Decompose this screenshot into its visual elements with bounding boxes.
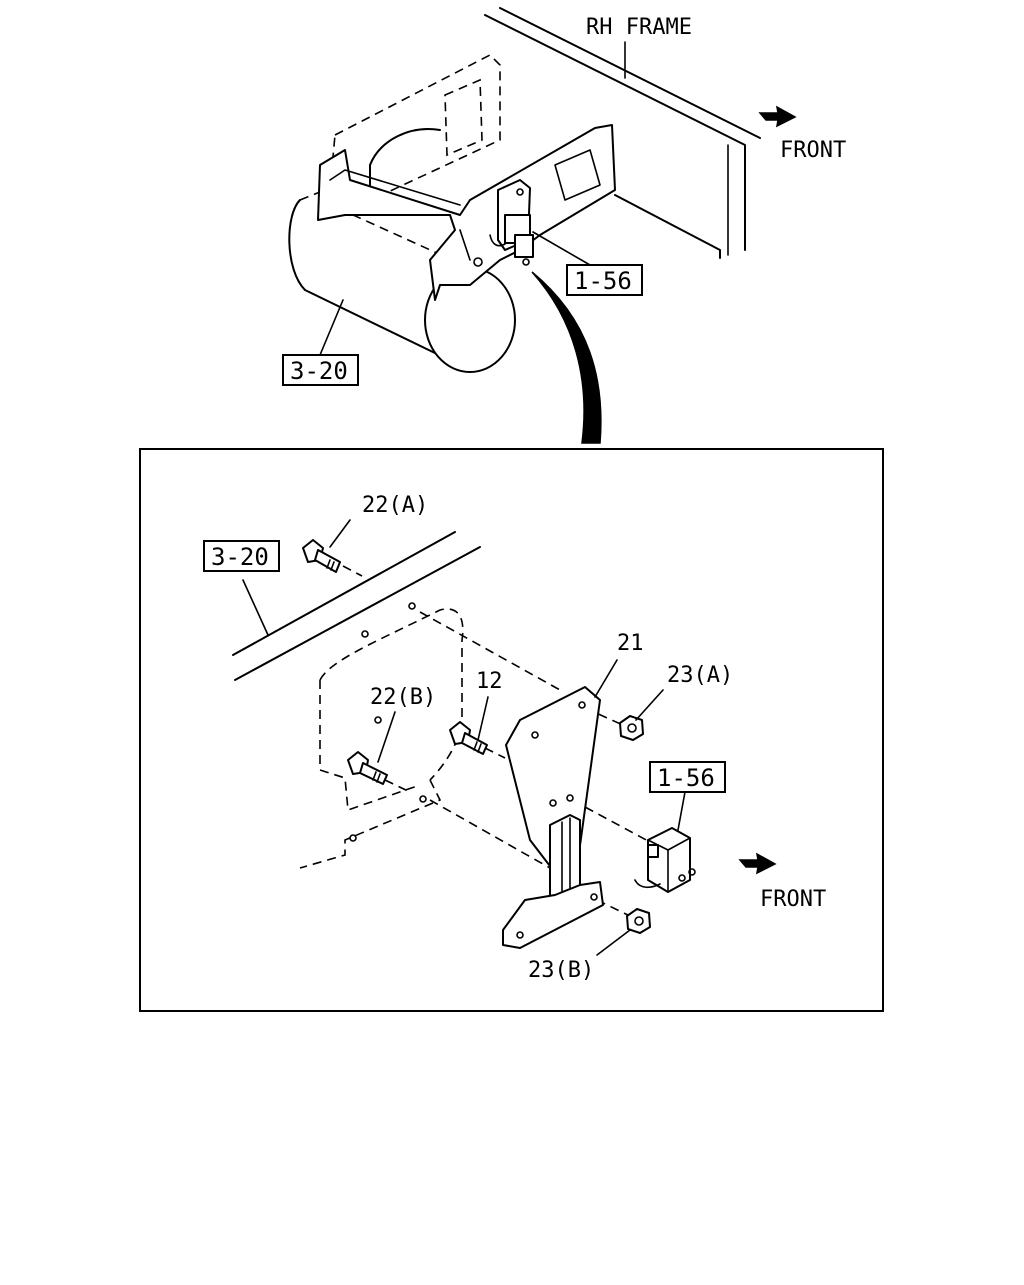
label-rh-frame: RH FRAME <box>586 15 692 40</box>
label-part-21: 21 <box>617 631 644 656</box>
detail-callout-wedge <box>531 271 602 444</box>
detail-illustration <box>232 519 696 956</box>
label-front-detail: FRONT <box>760 887 826 912</box>
ref-box-3-20-top: 3-20 <box>282 354 359 386</box>
front-arrow-detail-icon <box>738 852 777 875</box>
leader-23b <box>596 929 631 956</box>
tank-bracket-front <box>317 124 616 301</box>
axis-lower-hole <box>429 799 551 869</box>
ref-3-20-detail: 3-20 <box>211 543 269 571</box>
detail-frame <box>139 448 884 1012</box>
front-arrow-icon <box>758 105 797 128</box>
bracket-part-21 <box>502 686 604 949</box>
mounting-plate-detail <box>299 602 464 869</box>
ref-1-56-detail: 1-56 <box>657 764 715 792</box>
label-part-22b: 22(B) <box>370 685 436 710</box>
leader-line-1-56-top <box>532 231 591 266</box>
ref-box-1-56-top: 1-56 <box>566 264 643 296</box>
leader-3-20-detail <box>242 579 269 636</box>
ref-1-56-top: 1-56 <box>574 267 632 295</box>
axis-22a <box>342 565 363 577</box>
switch-assembly-overview <box>489 179 534 266</box>
nut-23b <box>626 908 651 934</box>
ref-box-3-20-detail: 3-20 <box>203 540 280 572</box>
label-part-23b: 23(B) <box>528 958 594 983</box>
ref-box-1-56-detail: 1-56 <box>649 761 726 793</box>
switch-part-1-56 <box>634 827 696 893</box>
bolt-22b <box>347 751 388 785</box>
bolt-12 <box>449 721 488 755</box>
label-part-23a: 23(A) <box>667 663 733 688</box>
label-part-12: 12 <box>476 669 503 694</box>
axis-22b <box>384 779 411 793</box>
rh-frame-rail <box>484 7 761 259</box>
label-part-22a: 22(A) <box>362 493 428 518</box>
overview-illustration <box>288 7 761 444</box>
leader-12 <box>477 696 489 741</box>
axis-upper-hole <box>419 611 561 691</box>
nut-23a <box>619 715 644 741</box>
leader-22a <box>329 519 351 548</box>
axis-12 <box>484 747 506 759</box>
ref-3-20-top: 3-20 <box>290 357 348 385</box>
leader-22b <box>377 711 396 763</box>
label-front-top: FRONT <box>780 138 846 163</box>
leader-21 <box>594 659 618 698</box>
leader-1-56-detail <box>677 791 686 831</box>
leader-23a <box>635 689 664 721</box>
tank-rail-detail <box>232 531 481 681</box>
leader-line-3-20-top <box>319 299 344 356</box>
bolt-22a <box>302 539 341 573</box>
